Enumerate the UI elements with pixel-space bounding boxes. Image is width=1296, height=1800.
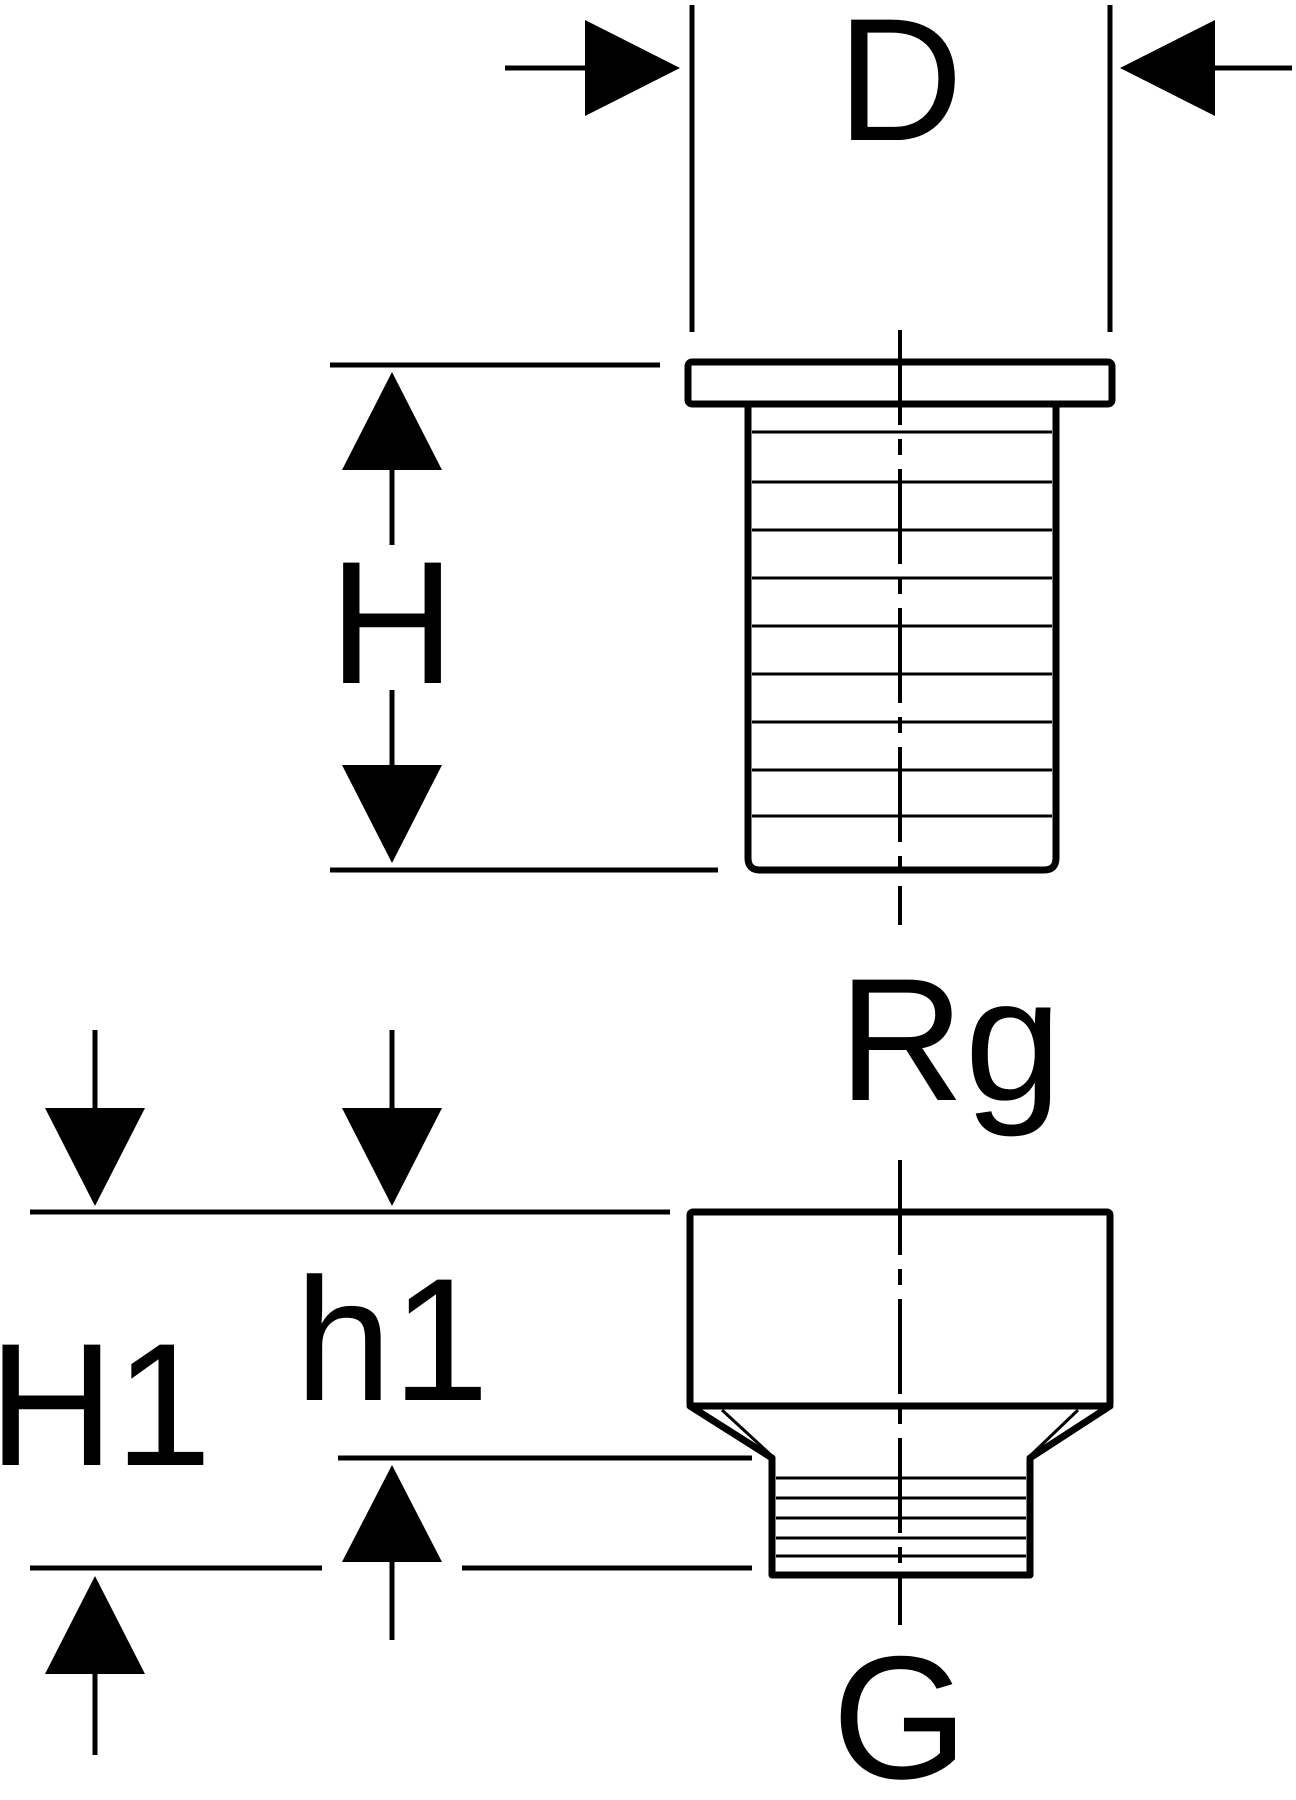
label-h1-upper: H1 — [0, 1308, 212, 1503]
label-h: H — [329, 526, 455, 721]
label-d: D — [837, 0, 963, 178]
label-g: G — [832, 1621, 968, 1800]
dimension-h1-lower: h1 — [295, 1030, 752, 1640]
lower-cone-inner-edge — [720, 1408, 774, 1458]
h-arrow-down — [342, 765, 442, 863]
dimension-h: H — [329, 362, 718, 873]
label-rg: Rg — [838, 943, 1062, 1138]
label-h1-lower: h1 — [295, 1243, 490, 1438]
h1-arrow-down — [45, 1108, 145, 1206]
h-arrow-up — [342, 372, 442, 470]
lower-part — [686, 1160, 1114, 1625]
h1l-arrow-up — [342, 1465, 442, 1562]
lower-cone-inner-edge-right — [1028, 1408, 1080, 1458]
dimension-h1: H1 — [0, 1030, 752, 1755]
d-arrow-right — [1120, 20, 1215, 116]
d-arrow-left — [585, 20, 680, 116]
upper-part — [684, 330, 1116, 925]
dimension-d: D — [505, 0, 1292, 332]
h1-arrow-up — [45, 1576, 145, 1674]
h1l-arrow-down — [342, 1108, 442, 1206]
